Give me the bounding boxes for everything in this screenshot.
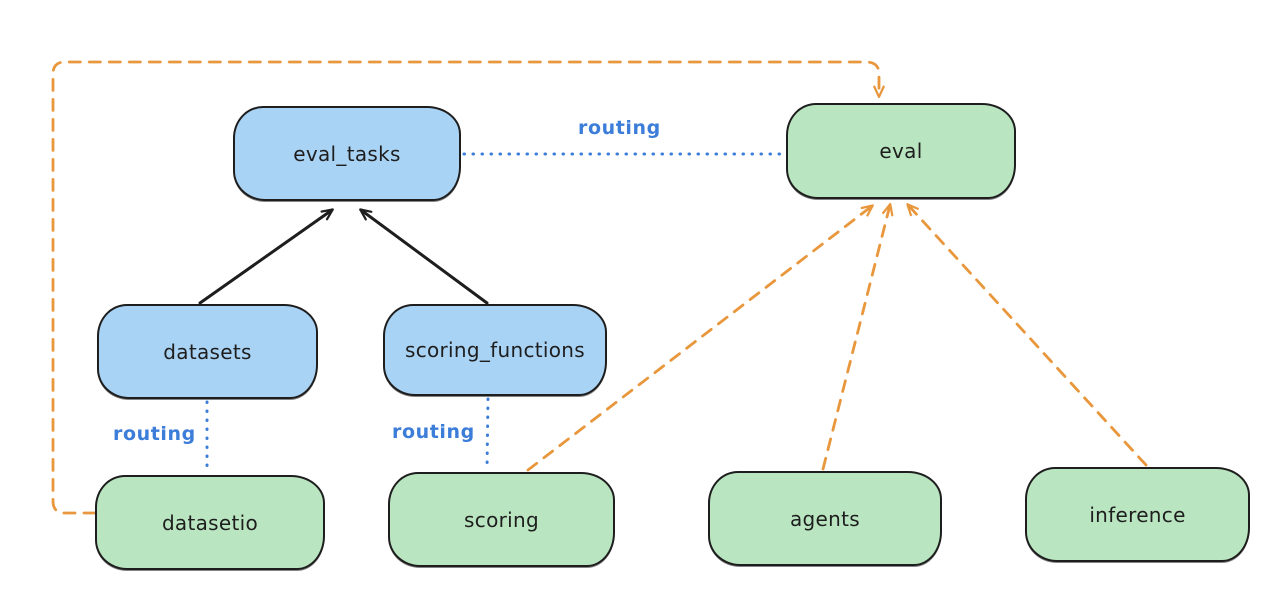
node-datasets: datasets xyxy=(97,304,318,399)
node-scoring-label: scoring xyxy=(464,507,539,532)
edge-datasetio-to-eval-elbow xyxy=(51,60,885,515)
node-eval-label: eval xyxy=(879,139,923,163)
node-agents: agents xyxy=(708,471,942,566)
node-eval-tasks: eval_tasks xyxy=(233,106,461,201)
node-scoring: scoring xyxy=(388,472,615,567)
node-inference: inference xyxy=(1025,467,1250,562)
edge-scoring-to-eval xyxy=(526,204,874,472)
edge-agents-to-eval xyxy=(821,202,894,471)
routing-label-datasets-datasetio: routing xyxy=(113,423,196,445)
node-inference-label: inference xyxy=(1089,502,1186,527)
node-eval-tasks-label: eval_tasks xyxy=(293,141,401,166)
node-datasetio: datasetio xyxy=(95,475,325,570)
node-eval: eval xyxy=(786,103,1016,199)
edge-inference-to-eval xyxy=(906,203,1148,467)
routing-label-eval-tasks-eval: routing xyxy=(578,117,661,139)
edge-scoring_functions-to-scoring-routing xyxy=(485,397,490,471)
routing-label-scoring-functions-scoring: routing xyxy=(392,421,475,443)
edge-datasets-to-eval_tasks xyxy=(198,208,334,305)
node-scoring-functions-label: scoring_functions xyxy=(404,338,586,362)
node-datasets-label: datasets xyxy=(163,339,252,364)
node-scoring-functions: scoring_functions xyxy=(383,304,607,396)
node-datasetio-label: datasetio xyxy=(161,510,259,535)
edge-scoring_functions-to-eval_tasks xyxy=(359,208,489,305)
node-agents-label: agents xyxy=(790,506,860,531)
